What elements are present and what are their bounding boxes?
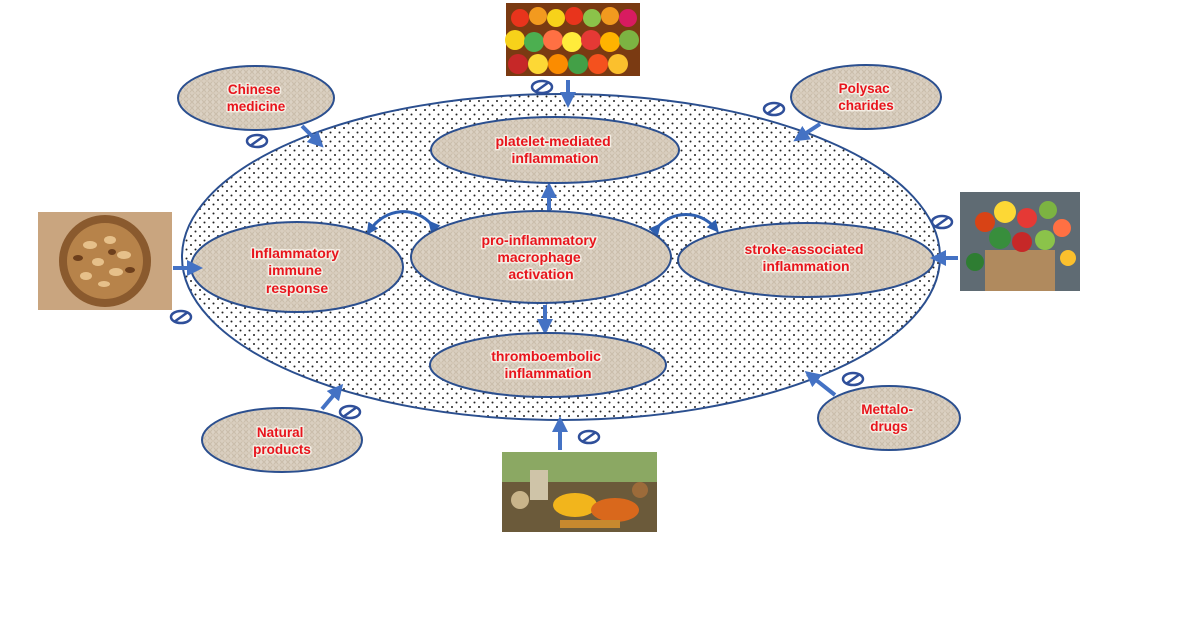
node-platelet-label: platelet-mediated inflammation <box>495 133 614 166</box>
node-thrombo: thromboembolic inflammation <box>429 332 667 398</box>
arrow-polysac-in <box>793 122 822 142</box>
node-thrombo-label: thromboembolic inflammation <box>491 348 605 381</box>
treatment-mettalo-drugs-oval <box>817 385 961 451</box>
treatment-mettalo-drugs-label: Mettalo- drugs <box>861 402 917 434</box>
node-immune-label: Inflammatory immune response <box>251 245 343 296</box>
outer-arrows <box>173 80 958 450</box>
node-macrophage: pro-inflammatory macrophage activation <box>410 210 672 304</box>
nuts-bowl-photo <box>38 212 172 310</box>
treatment-chinese-medicine-oval <box>177 65 335 131</box>
inhibit-icon <box>245 133 269 149</box>
treatment-natural-products-label: Natural products <box>253 425 311 457</box>
inner-arrows <box>366 182 719 335</box>
inhibition-icons <box>169 79 954 445</box>
arrow-chinese-in <box>300 124 324 148</box>
inhibit-icon <box>762 101 786 117</box>
node-stroke: stroke-associated inflammation <box>677 222 935 298</box>
node-stroke-label: stroke-associated inflammation <box>745 241 868 274</box>
inhibit-icon <box>577 429 601 445</box>
inhibit-icon <box>338 404 362 420</box>
fruits-photo <box>505 3 640 76</box>
arrow-natural-in <box>320 383 344 411</box>
arrow-curved-macrophage-stroke <box>648 213 719 237</box>
node-thrombo-oval <box>429 332 667 398</box>
node-macrophage-label: pro-inflammatory macrophage activation <box>481 232 600 282</box>
arrow-curved-macrophage-immune <box>366 210 441 235</box>
treatment-chinese-medicine-label: Chinese medicine <box>227 82 286 114</box>
treatment-mettalo-drugs: Mettalo- drugs <box>817 385 961 451</box>
treatment-natural-products-oval <box>201 407 363 473</box>
node-macrophage-oval <box>410 210 672 304</box>
node-platelet-oval <box>430 116 680 184</box>
inhibit-icon <box>930 214 954 230</box>
inhibit-icon <box>169 309 193 325</box>
inhibit-icon <box>530 79 554 95</box>
herbs-spices-photo <box>502 452 657 532</box>
treatment-polysaccharides-oval <box>790 64 942 130</box>
inhibit-icon <box>841 371 865 387</box>
node-immune: Inflammatory immune response <box>190 221 404 313</box>
treatment-polysaccharides: Polysac charides <box>790 64 942 130</box>
treatment-polysaccharides-label: Polysac charides <box>838 81 894 113</box>
vegetables-bag-photo <box>960 192 1080 291</box>
treatment-chinese-medicine: Chinese medicine <box>177 65 335 131</box>
node-platelet: platelet-mediated inflammation <box>430 116 680 184</box>
arrow-mettalo-in <box>804 371 837 397</box>
treatment-natural-products: Natural products <box>201 407 363 473</box>
